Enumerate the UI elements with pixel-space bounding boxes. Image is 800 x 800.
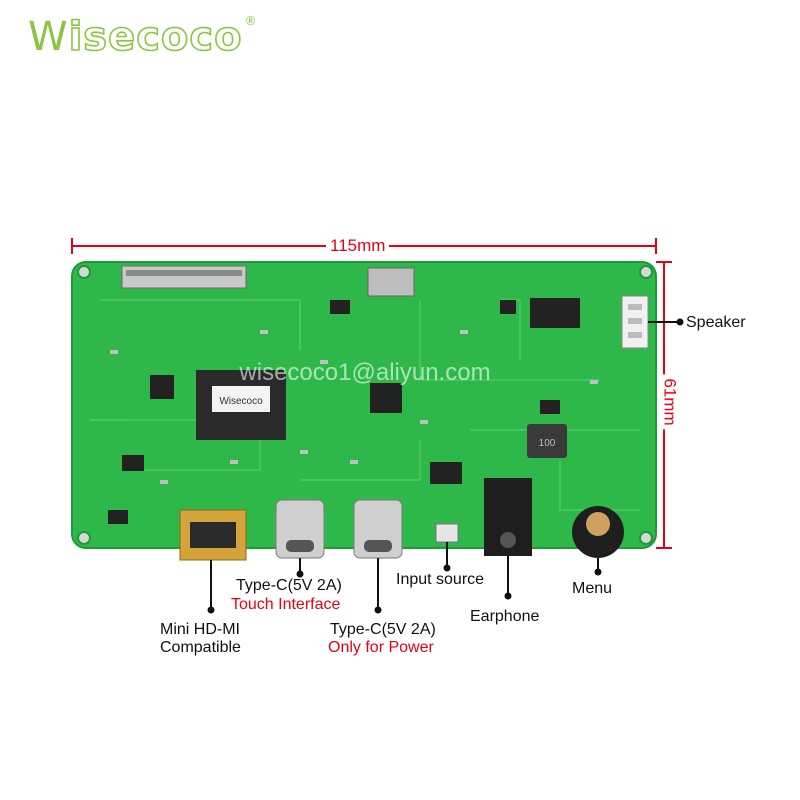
- input-source-label: Input source: [396, 571, 485, 588]
- ic-chip: [540, 400, 560, 414]
- typec-power-sublabel: Only for Power: [328, 639, 434, 656]
- brand-logo: Wisecoco®: [28, 13, 258, 61]
- ic-chip: [108, 510, 128, 524]
- speaker-label: Speaker: [686, 314, 746, 331]
- typec-touch-label: Type-C(5V 2A): [236, 577, 342, 594]
- typec-touch-sublabel: Touch Interface: [231, 596, 341, 613]
- menu-label: Menu: [572, 580, 613, 597]
- ic-chip: [122, 455, 144, 471]
- inductor: [527, 424, 567, 458]
- ic-chip: [530, 298, 580, 328]
- height-dimension-label: 61mm: [659, 374, 680, 430]
- lcd-connector: [121, 265, 247, 289]
- input-source-button: [435, 523, 459, 543]
- chip-label: Wisecoco: [219, 396, 263, 407]
- ic-chip: [500, 300, 516, 314]
- ic-chip: [150, 375, 174, 399]
- mini-hdmi-label-line1: Mini HD-MI: [160, 621, 240, 638]
- typec-power-label: Type-C(5V 2A): [330, 621, 436, 638]
- top-usb-port: [367, 267, 415, 297]
- ic-chip: [330, 300, 350, 314]
- callout-lines: [207, 318, 684, 614]
- ic-chip: [370, 383, 402, 413]
- ic-chip: [430, 462, 462, 484]
- svg-text:100: 100: [539, 438, 556, 449]
- mounting-holes: [77, 265, 653, 545]
- earphone-label: Earphone: [470, 608, 540, 625]
- watermark: wisecoco1@aliyun.com: [238, 359, 490, 386]
- width-dimension-label: 115mm: [326, 236, 390, 256]
- smd-components: [110, 330, 598, 484]
- mini-hdmi-label-line2: Compatible: [160, 639, 241, 656]
